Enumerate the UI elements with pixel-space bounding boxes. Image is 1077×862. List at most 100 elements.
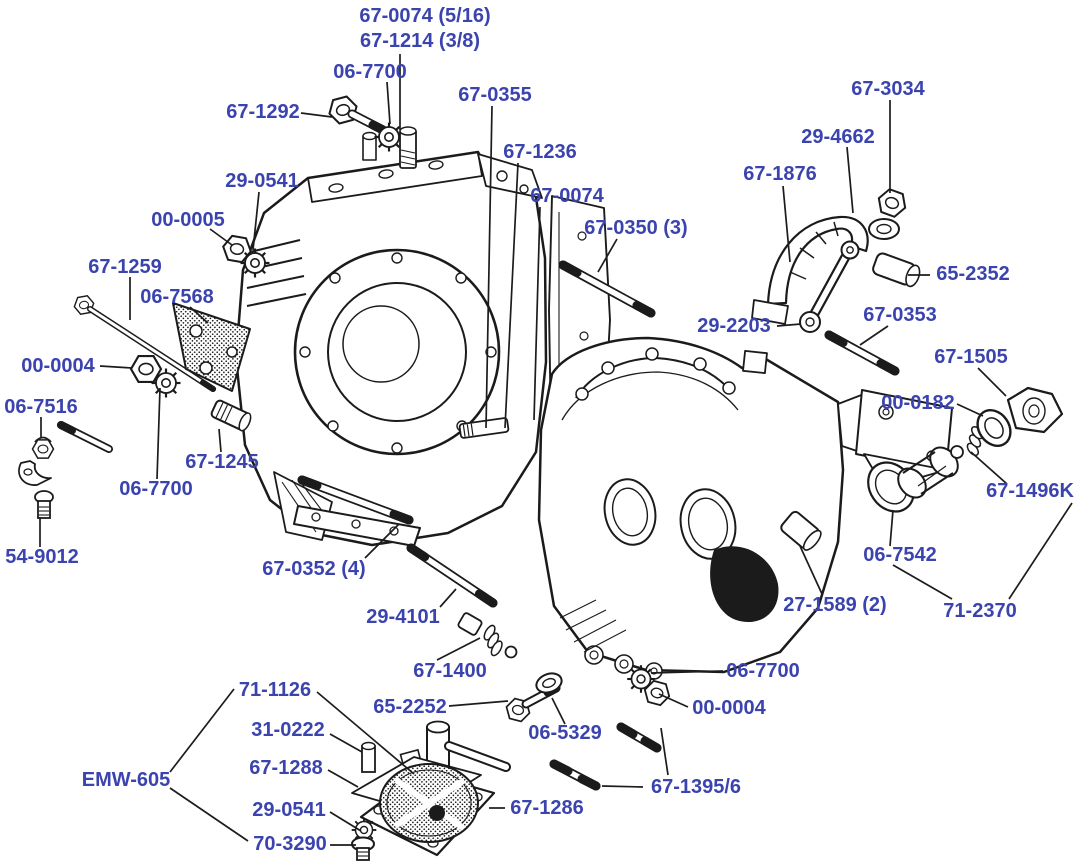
part-label-67-1236: 67-1236 (503, 141, 577, 163)
part-label-67-1245: 67-1245 (185, 451, 259, 473)
part-label-29-4101: 29-4101 (366, 606, 440, 628)
sump-filter-assembly (350, 664, 673, 861)
leader-line (156, 387, 161, 480)
leader-line (660, 727, 669, 776)
right-crankcase-half (458, 336, 953, 680)
leader-line (439, 588, 457, 608)
plunger-spring-ball (457, 612, 518, 659)
crankcase-roller (780, 510, 822, 551)
stud-67-0350 (558, 260, 656, 318)
leader-line (977, 367, 1007, 397)
left-crankcase-half (234, 131, 548, 547)
stud-67-0352 (297, 475, 414, 525)
leader-line (329, 811, 362, 832)
part-label-67-1496K: 67-1496K (986, 480, 1074, 502)
part-label-29-0541-bottom: 29-0541 (252, 799, 326, 821)
part-label-67-1292: 67-1292 (226, 101, 300, 123)
engine-steady-clamp (751, 215, 869, 325)
leader-line (316, 691, 415, 775)
part-label-31-0222: 31-0222 (251, 719, 325, 741)
leader-line (169, 787, 249, 842)
part-label-71-2370: 71-2370 (943, 600, 1017, 622)
leader-line (601, 785, 644, 788)
part-label-67-1286: 67-1286 (510, 797, 584, 819)
part-label-29-0541-top: 29-0541 (225, 170, 299, 192)
leader-line (892, 564, 953, 600)
leader-line (99, 365, 133, 369)
part-label-06-7700-bottom: 06-7700 (726, 660, 800, 682)
part-label-67-1395-6: 67-1395/6 (650, 776, 742, 798)
left-side-parts (18, 294, 252, 519)
leader-line (448, 700, 509, 707)
leader-line (386, 81, 391, 125)
part-label-00-0004-bottom: 00-0004 (692, 697, 766, 719)
leader-line (329, 733, 363, 753)
part-label-71-1126: 71-1126 (238, 679, 312, 701)
leader-line (658, 693, 689, 708)
leader-line (970, 451, 1008, 485)
part-label-27-1589: 27-1589 (2) (783, 594, 887, 616)
part-label-06-7568: 06-7568 (140, 286, 214, 308)
leader-line (218, 428, 222, 453)
stud-67-1395-b (549, 759, 601, 791)
top-fasteners (220, 93, 417, 279)
part-label-67-1288: 67-1288 (249, 757, 323, 779)
leader-line (300, 112, 333, 118)
part-label-67-1259: 67-1259 (88, 256, 162, 278)
stud-29-4101 (406, 543, 498, 608)
leader-line (650, 670, 724, 674)
leader-line (859, 325, 889, 346)
part-label-67-0350: 67-0350 (3) (584, 217, 688, 239)
leader-line (327, 769, 359, 788)
stud-67-0353 (824, 330, 900, 376)
part-label-67-0353: 67-0353 (863, 304, 937, 326)
part-label-06-5329: 06-5329 (528, 722, 602, 744)
leader-line (776, 323, 802, 327)
leader-line (364, 523, 400, 559)
torque-link-rod (799, 240, 860, 333)
leader-line (252, 191, 260, 251)
part-label-54-9012: 54-9012 (5, 546, 79, 568)
part-label-00-0004-left: 00-0004 (21, 355, 95, 377)
leader-line (436, 637, 481, 661)
crankcase-studs (297, 260, 900, 791)
leader-line (799, 545, 823, 595)
part-label-67-1214: 67-1214 (3/8) (359, 30, 481, 52)
part-label-67-3034: 67-3034 (851, 78, 925, 100)
leader-line (956, 403, 984, 417)
leader-line (889, 509, 894, 547)
part-label-67-0355: 67-0355 (458, 84, 532, 106)
leader-line (597, 238, 618, 273)
leader-lines (39, 54, 1073, 846)
part-label-29-4662: 29-4662 (801, 126, 875, 148)
leader-line (1008, 502, 1073, 600)
leader-line (533, 206, 541, 421)
part-label-06-7700-top: 06-7700 (333, 61, 407, 83)
part-label-67-0352: 67-0352 (4) (262, 558, 366, 580)
part-label-67-1505: 67-1505 (934, 346, 1008, 368)
pivot-pin (872, 252, 921, 288)
part-label-00-0182: 00-0182 (881, 392, 955, 414)
part-label-67-0074-mid: 67-0074 (530, 185, 604, 207)
part-label-06-7516: 06-7516 (4, 396, 78, 418)
part-label-65-2252: 65-2252 (373, 696, 447, 718)
part-label-06-7700-left: 06-7700 (119, 478, 193, 500)
stud-67-1395-a (616, 722, 662, 753)
clamp-nut-and-washer (868, 185, 911, 240)
leader-line (189, 306, 209, 324)
leader-line (504, 162, 519, 429)
leader-line (169, 688, 235, 773)
part-label-67-1400: 67-1400 (413, 660, 487, 682)
part-label-00-0005: 00-0005 (151, 209, 225, 231)
part-label-70-3290: 70-3290 (253, 833, 327, 855)
leader-line (782, 185, 791, 263)
part-label-EMW-605: EMW-605 (81, 769, 171, 791)
part-label-29-2203: 29-2203 (697, 315, 771, 337)
part-label-67-0074-top: 67-0074 (5/16) (359, 5, 491, 27)
part-label-65-2352: 65-2352 (936, 263, 1010, 285)
part-label-67-1876: 67-1876 (743, 163, 817, 185)
release-valve-assembly (867, 386, 1064, 513)
